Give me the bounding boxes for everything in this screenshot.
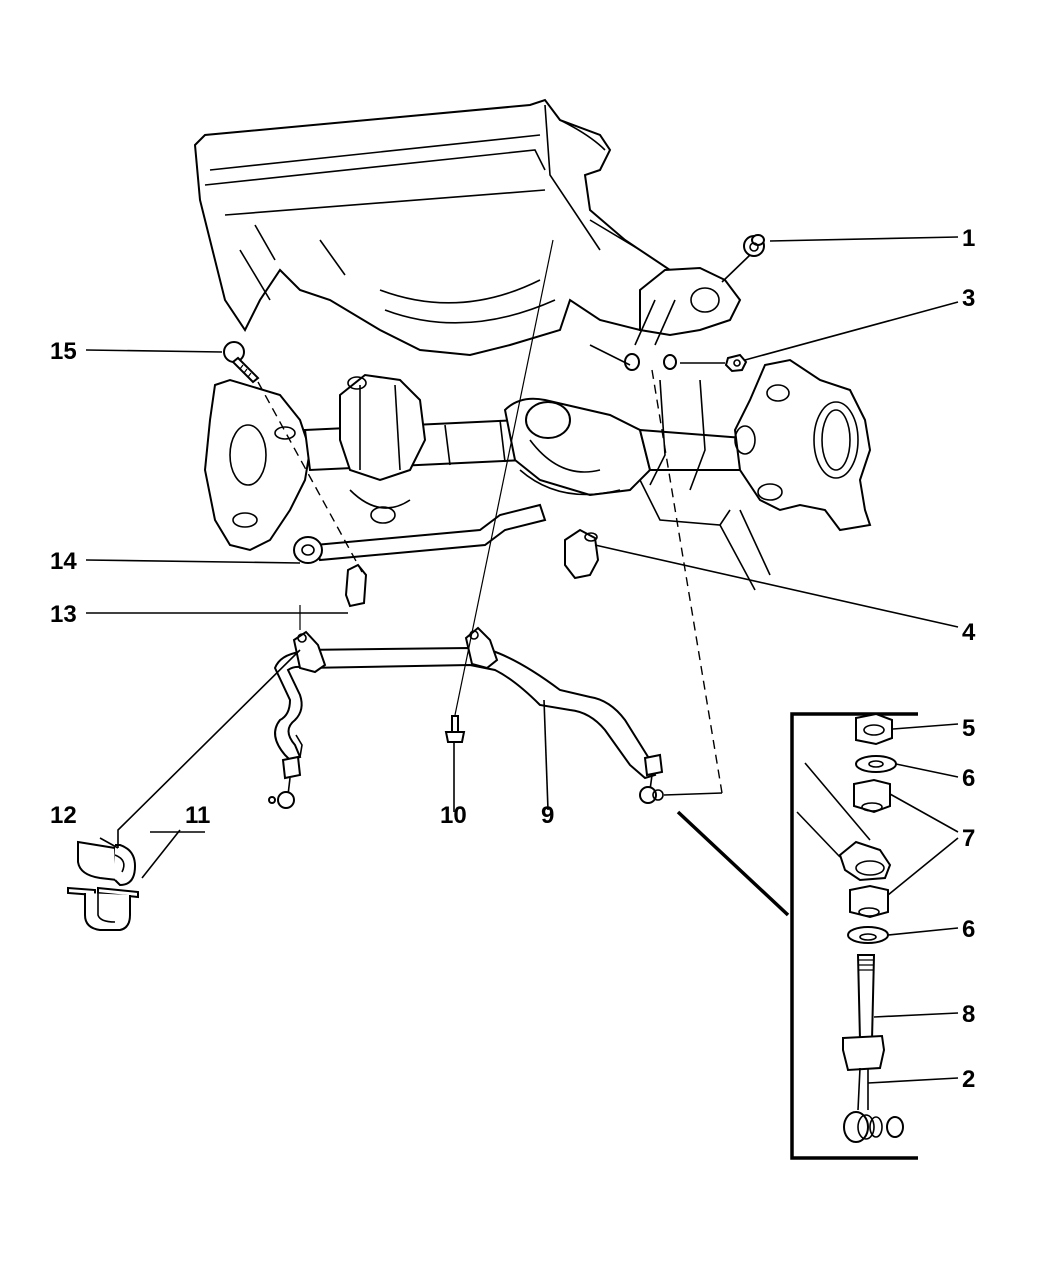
callout-7: 7 xyxy=(962,825,975,852)
frame-crossmember xyxy=(193,98,702,357)
callout-3: 3 xyxy=(962,285,975,312)
bolt-15 xyxy=(223,341,260,384)
assembly-lines xyxy=(257,239,723,794)
bushing-12 xyxy=(77,840,137,887)
callouts: 1 2 3 4 5 6 6 7 8 9 10 11 12 13 14 15 xyxy=(50,225,976,1093)
callout-8: 8 xyxy=(962,1001,975,1028)
callout-6-lower: 6 xyxy=(962,916,975,943)
nut-3 xyxy=(680,353,748,373)
callout-12: 12 xyxy=(50,802,77,829)
detail-inset xyxy=(676,712,918,1160)
callout-9: 9 xyxy=(541,802,554,829)
callout-15: 15 xyxy=(50,338,77,365)
bolt-10 xyxy=(444,715,466,743)
callout-1: 1 xyxy=(962,225,975,252)
bracket-13 xyxy=(344,563,368,608)
callout-11: 11 xyxy=(185,802,210,829)
callout-14: 14 xyxy=(50,548,77,575)
stabilizer-bar-9 xyxy=(268,626,723,809)
leader-lines xyxy=(85,236,959,1084)
callout-5: 5 xyxy=(962,715,975,742)
track-bar xyxy=(293,503,600,580)
clamp-11 xyxy=(67,886,139,931)
callout-2: 2 xyxy=(962,1066,975,1093)
callout-13: 13 xyxy=(50,601,77,628)
axle-assembly xyxy=(203,266,872,591)
callout-10: 10 xyxy=(440,802,467,829)
callout-4: 4 xyxy=(962,619,976,646)
callout-6-upper: 6 xyxy=(962,765,975,792)
nut-1 xyxy=(721,234,765,283)
